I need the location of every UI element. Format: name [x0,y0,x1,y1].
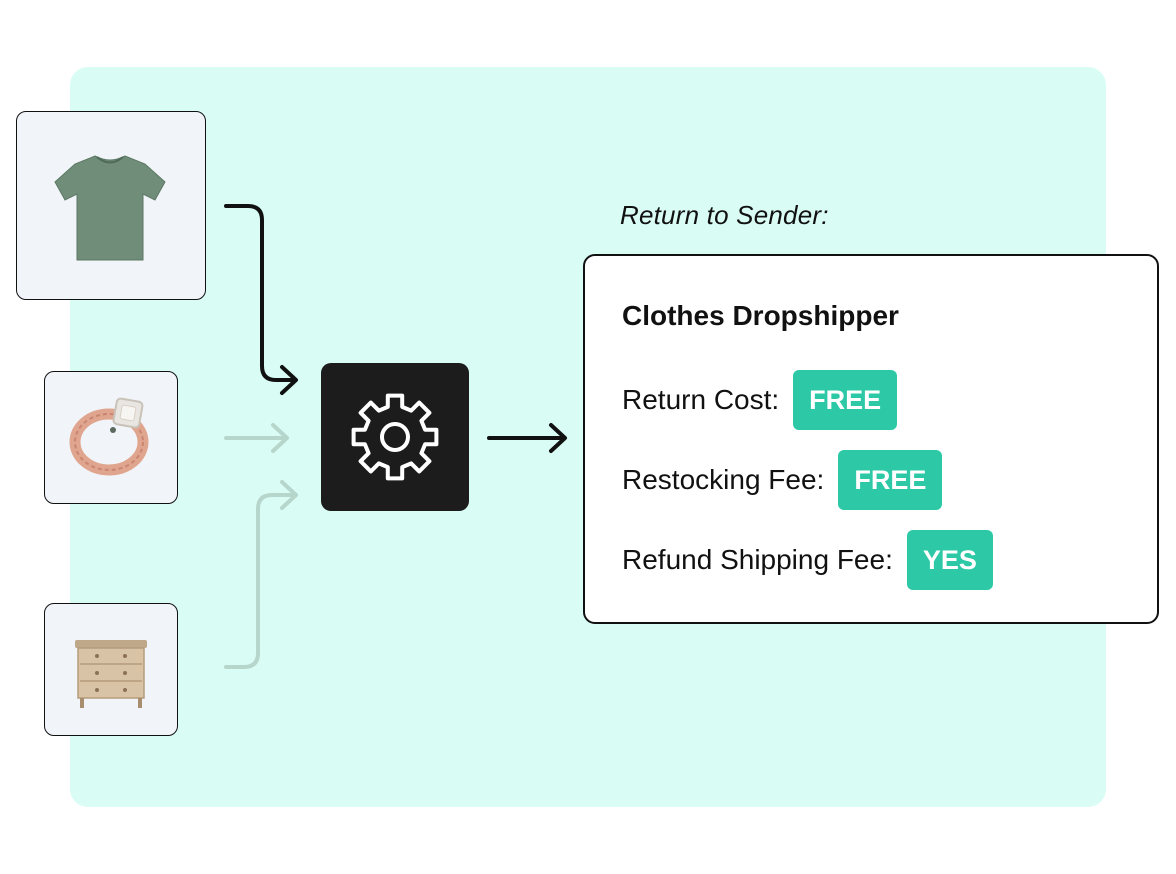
refund-shipping-fee-row: Refund Shipping Fee: YES [622,530,993,590]
restocking-fee-row: Restocking Fee: FREE [622,450,943,510]
connector-output [487,423,567,453]
connector-active [224,204,298,395]
refund-shipping-fee-badge: YES [906,530,993,590]
restocking-fee-badge: FREE [838,450,943,510]
return-rule-processor[interactable] [321,363,469,511]
refund-shipping-fee-label: Refund Shipping Fee: [622,544,893,575]
product-card-ring[interactable] [44,371,178,504]
tshirt-icon [54,155,166,261]
return-cost-badge: FREE [793,370,898,430]
connector-inactive-dresser [224,480,298,669]
restocking-fee-label: Restocking Fee: [622,464,825,495]
dropshipper-card: Clothes Dropshipper Return Cost: FREE Re… [583,254,1159,624]
return-cost-label: Return Cost: [622,384,780,415]
ring-icon [69,397,149,476]
product-card-dresser[interactable] [44,603,178,736]
product-card-tshirt[interactable] [16,111,206,300]
dresser-icon [75,640,147,708]
gear-icon [351,393,439,481]
return-cost-row: Return Cost: FREE [622,370,898,430]
card-title: Clothes Dropshipper [622,300,899,331]
connector-inactive-ring [224,423,289,453]
return-to-sender-label: Return to Sender: [620,200,829,230]
